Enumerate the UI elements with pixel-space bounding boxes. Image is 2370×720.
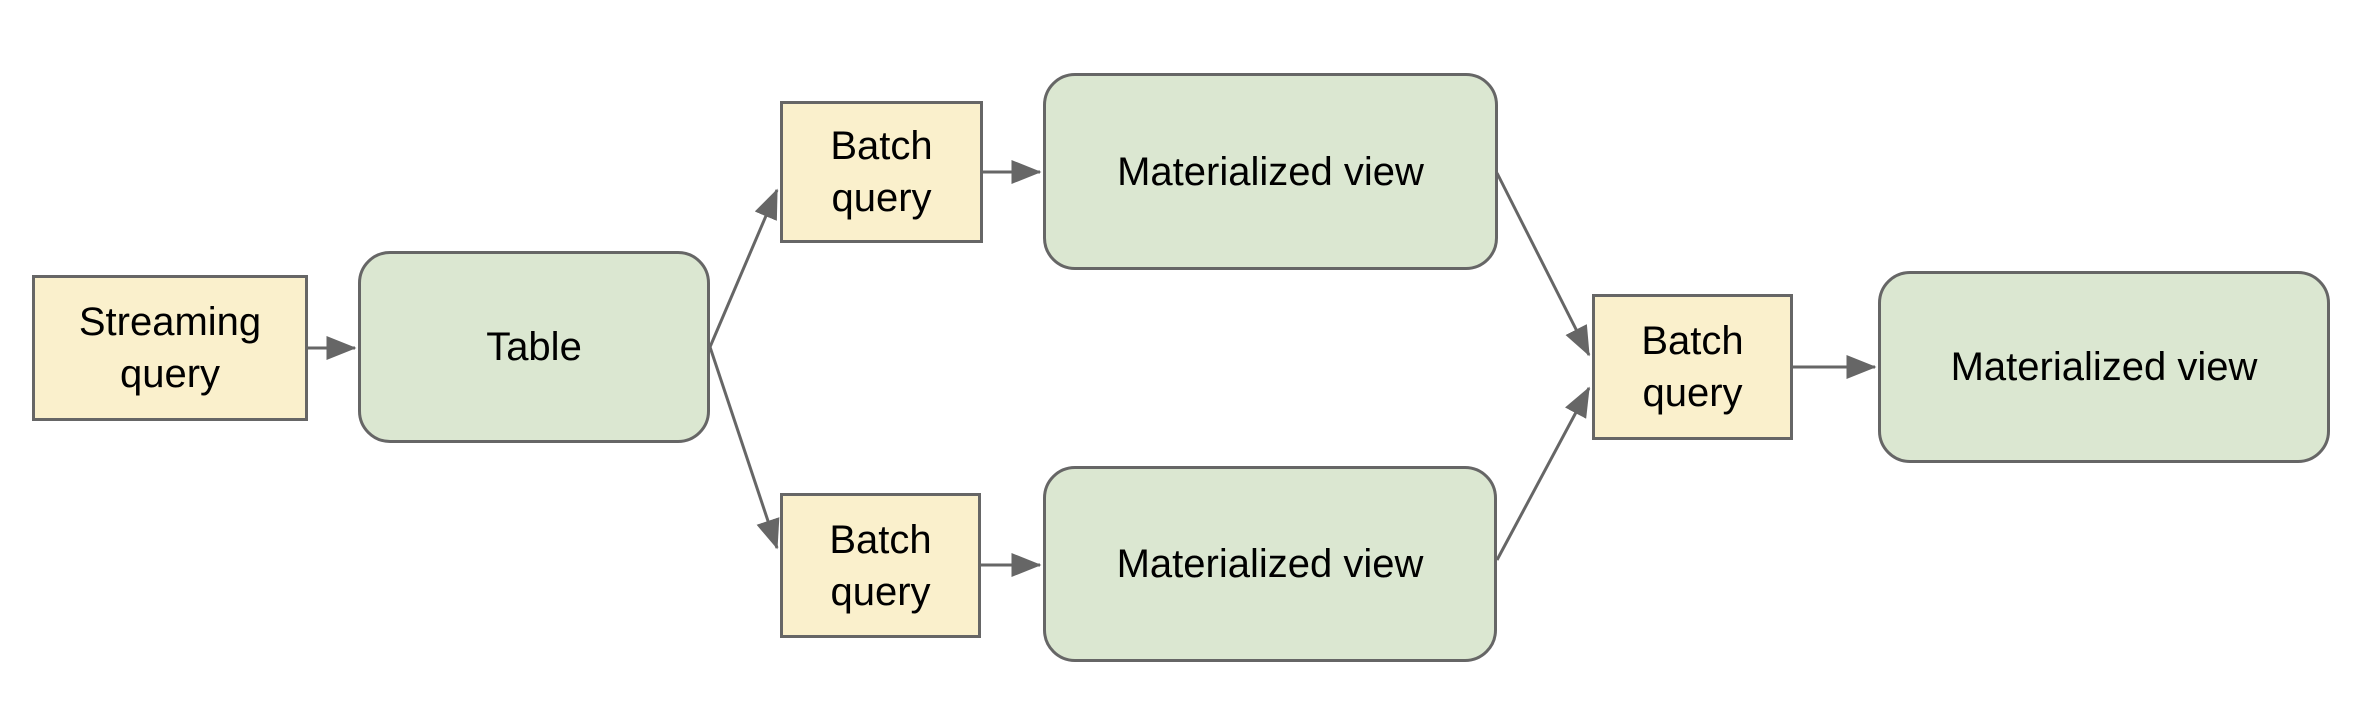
node-materialized-view-final: Materialized view <box>1878 271 2330 463</box>
node-batch-query-bottom-label: Batch query <box>829 517 932 614</box>
node-materialized-view-top-label: Materialized view <box>1117 149 1424 194</box>
node-batch-query-right-label: Batch query <box>1641 319 1744 415</box>
node-table: Table <box>358 251 710 443</box>
node-streaming-query: Streaming query <box>32 275 308 421</box>
edge-table-to-batch-query-bottom <box>708 346 780 550</box>
node-batch-query-right: Batch query <box>1592 294 1793 440</box>
node-table-label: Table <box>486 325 582 369</box>
node-materialized-view-bottom: Materialized view <box>1043 466 1497 662</box>
node-materialized-view-final-label: Materialized view <box>1950 345 2258 389</box>
node-batch-query-top-label: Batch query <box>830 124 933 220</box>
edge-table-to-batch-query-top <box>708 188 779 348</box>
node-batch-query-bottom: Batch query <box>780 493 981 638</box>
edge-mv-top-to-batch-query-right <box>1495 172 1591 357</box>
node-materialized-view-bottom-label: Materialized view <box>1116 542 1424 586</box>
node-batch-query-top: Batch query <box>780 101 983 243</box>
node-streaming-query-label: Streaming query <box>78 300 262 396</box>
edge-mv-bottom-to-batch-query-right <box>1495 386 1591 561</box>
node-materialized-view-top: Materialized view <box>1043 73 1498 270</box>
